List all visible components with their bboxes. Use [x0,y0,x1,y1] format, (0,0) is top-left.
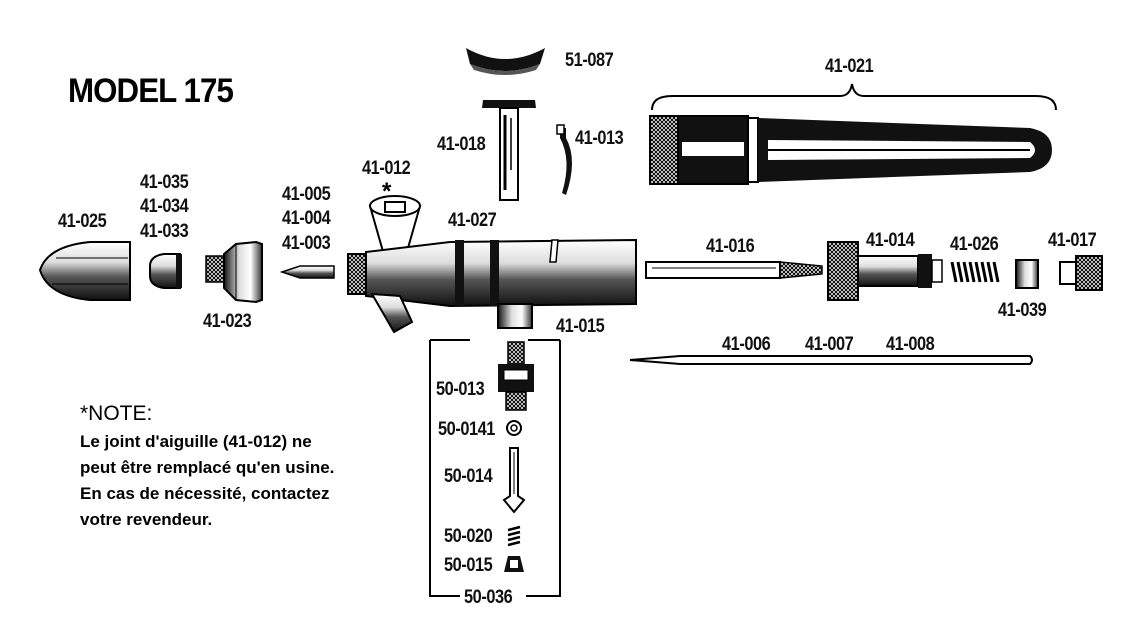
label-50-015: 50-015 [444,555,493,576]
valve-spring-part [507,525,521,547]
valve-box-bracket [429,339,561,597]
note-line-2: peut être remplacé qu'en usine. [80,458,335,477]
label-41-006: 41-006 [722,334,771,355]
valve-stem-part [502,447,526,514]
airbrush-body-part [347,238,637,334]
needle-chuck-part [645,261,823,279]
note-line-1: Le joint d'aiguille (41-012) ne [80,432,312,451]
label-50-0141: 50-0141 [438,419,495,440]
label-50-036: 50-036 [464,587,513,608]
lever-spring-part [556,124,572,195]
label-41-012: 41-012 [362,158,411,179]
label-41-005: 41-005 [282,184,331,205]
label-50-020: 50-020 [444,526,493,547]
note-heading: *NOTE: [80,402,153,425]
nut-part [1015,259,1039,289]
head-part [205,240,263,304]
nozzle-tip-part [279,265,335,279]
valve-guide-part [504,556,524,572]
spring-part [950,261,1000,283]
finger-button-part [466,48,545,75]
label-41-016: 41-016 [706,236,755,257]
label-41-017: 41-017 [1048,230,1097,251]
asterisk-mark: * [382,178,392,205]
label-41-007: 41-007 [805,334,854,355]
valve-body-part [498,341,534,411]
label-41-033: 41-033 [140,221,189,242]
label-41-003: 41-003 [282,233,331,254]
label-41-015: 41-015 [556,316,605,337]
label-41-004: 41-004 [282,208,331,229]
label-50-014: 50-014 [444,466,493,487]
trigger-lever-part [482,100,536,201]
needle-part [629,355,1033,365]
label-41-014: 41-014 [866,230,915,251]
label-41-013: 41-013 [575,128,624,149]
label-41-027: 41-027 [448,210,497,231]
label-41-018: 41-018 [437,134,486,155]
label-41-026: 41-026 [950,234,999,255]
label-41-025: 41-025 [58,211,107,232]
label-51-087: 51-087 [565,50,614,71]
model-title: MODEL 175 [68,72,234,110]
label-41-008: 41-008 [886,334,935,355]
label-41-021: 41-021 [825,56,874,77]
label-41-039: 41-039 [998,300,1047,321]
aircap-part [149,253,182,289]
oring-part [506,420,522,436]
label-41-035: 41-035 [140,172,189,193]
label-41-023: 41-023 [203,311,252,332]
note-line-3: En cas de nécessité, contactez [80,484,330,503]
label-50-013: 50-013 [436,379,485,400]
note-line-4: votre revendeur. [80,510,213,529]
nozzle-cap-part [38,241,131,301]
end-knob-part [1059,255,1103,291]
handle-part [649,83,1057,185]
label-41-034: 41-034 [140,196,189,217]
needle-guide-part [827,241,943,301]
